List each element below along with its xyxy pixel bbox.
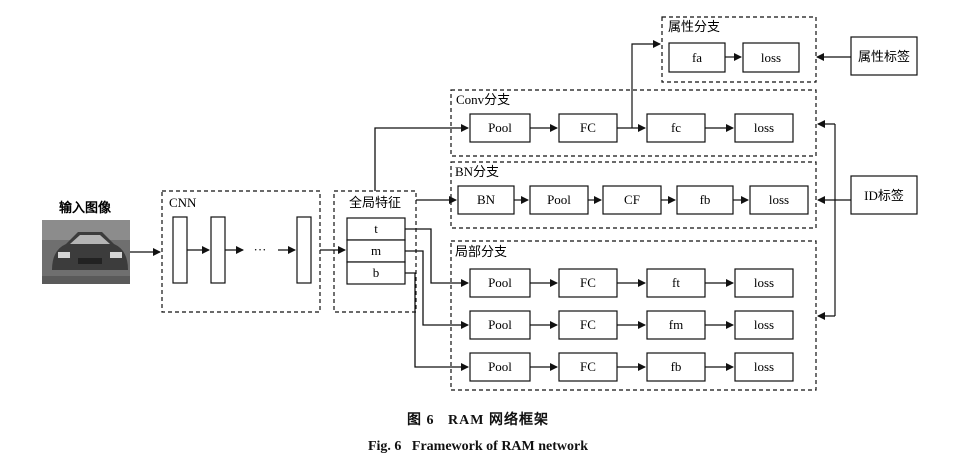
local-row-3: Pool FC fb loss <box>469 352 794 382</box>
figure-caption-en: Fig. 6 Framework of RAM network <box>0 439 956 455</box>
local-r2-fc <box>558 310 618 340</box>
local-r3-fb-label: fb <box>671 359 682 374</box>
bn-node-pool-label: Pool <box>547 192 571 207</box>
conv-node-pool-label: Pool <box>488 120 512 135</box>
local-r1-pool-label: Pool <box>488 275 512 290</box>
local-r1-ft-label: ft <box>672 275 680 290</box>
bn-node-cf-label: CF <box>624 192 640 207</box>
local-r1-fc-label: FC <box>580 275 596 290</box>
global-part-m-label: m <box>371 243 381 258</box>
bn-node-fb-label: fb <box>700 192 711 207</box>
local-r3-fc <box>558 352 618 382</box>
cnn-title: CNN <box>169 195 197 210</box>
cnn-layer-1 <box>172 216 188 284</box>
arrow-t-local <box>405 228 469 287</box>
cnn-box <box>161 190 321 313</box>
bn-branch-title: BN分支 <box>455 164 499 179</box>
figure-caption-zh: 图 6 RAM 网络框架 <box>0 409 956 429</box>
local-r3-loss <box>734 352 794 382</box>
attr-node-loss-label: loss <box>761 50 781 65</box>
cnn-layer-2 <box>210 216 226 284</box>
attribute-label-text: 属性标签 <box>858 49 910 64</box>
bn-node-loss-label: loss <box>769 192 789 207</box>
attr-node-fa-label: fa <box>692 50 702 65</box>
conv-node-fc <box>558 113 618 143</box>
local-branch-box <box>450 240 817 391</box>
local-r1-loss-label: loss <box>754 275 774 290</box>
local-r1-pool <box>469 268 531 298</box>
attribute-branch-box <box>661 16 817 83</box>
conv-node-loss-label: loss <box>754 120 774 135</box>
arrow-global-conv <box>374 124 469 191</box>
local-r2-loss <box>734 310 794 340</box>
input-image-label: 输入图像 <box>59 200 112 215</box>
cnn-layer-3 <box>296 216 312 284</box>
global-part-t-label: t <box>374 221 378 236</box>
local-r3-fb <box>646 352 706 382</box>
local-r1-ft <box>646 268 706 298</box>
caption-en-text: Framework of RAM network <box>411 439 589 454</box>
cnn-ellipsis: ··· <box>254 242 267 257</box>
local-r3-pool-label: Pool <box>488 359 512 374</box>
local-r1-loss <box>734 268 794 298</box>
attribute-label-box <box>850 36 918 76</box>
attr-node-fa <box>668 42 726 73</box>
caption-zh-number: 图 6 <box>407 413 435 428</box>
bn-node-fb <box>676 185 734 215</box>
local-r2-fm-label: fm <box>669 317 683 332</box>
local-r2-pool <box>469 310 531 340</box>
local-r3-fc-label: FC <box>580 359 596 374</box>
id-label-box <box>850 175 918 215</box>
bn-node-pool <box>529 185 589 215</box>
conv-node-fc-label: FC <box>580 120 596 135</box>
conv-branch-title: Conv分支 <box>456 92 510 107</box>
attribute-branch-title: 属性分支 <box>668 19 720 34</box>
local-row-2: Pool FC fm loss <box>469 310 794 340</box>
conv-node-fc2-label: fc <box>671 120 681 135</box>
global-feature-title: 全局特征 <box>349 195 401 210</box>
caption-zh-text: RAM 网络框架 <box>448 413 549 428</box>
local-r1-fc <box>558 268 618 298</box>
local-r2-fc-label: FC <box>580 317 596 332</box>
global-part-b-label: b <box>373 265 380 280</box>
arrow-m-local <box>405 250 469 329</box>
local-r2-loss-label: loss <box>754 317 774 332</box>
bn-branch-box <box>450 161 817 229</box>
arrow-b-local <box>405 272 469 371</box>
input-car-image <box>42 220 130 284</box>
id-label-text: ID标签 <box>864 188 904 203</box>
local-r2-pool-label: Pool <box>488 317 512 332</box>
attr-node-loss <box>742 42 800 73</box>
local-r3-loss-label: loss <box>754 359 774 374</box>
local-r3-pool <box>469 352 531 382</box>
arrow-conv-attribute <box>631 40 661 128</box>
conv-node-pool <box>469 113 531 143</box>
bn-node-cf <box>602 185 662 215</box>
local-branch-title: 局部分支 <box>455 244 507 259</box>
caption-en-number: Fig. 6 <box>367 439 402 454</box>
local-row-1: Pool FC ft loss <box>469 268 794 298</box>
ram-framework-diagram: 输入图像 CNN ··· 全局特征 t m b 属性分支 fa loss <box>42 16 918 391</box>
conv-node-loss <box>734 113 794 143</box>
conv-branch-box <box>450 89 817 157</box>
bn-node-bn-label: BN <box>477 192 496 207</box>
bn-node-loss <box>749 185 809 215</box>
